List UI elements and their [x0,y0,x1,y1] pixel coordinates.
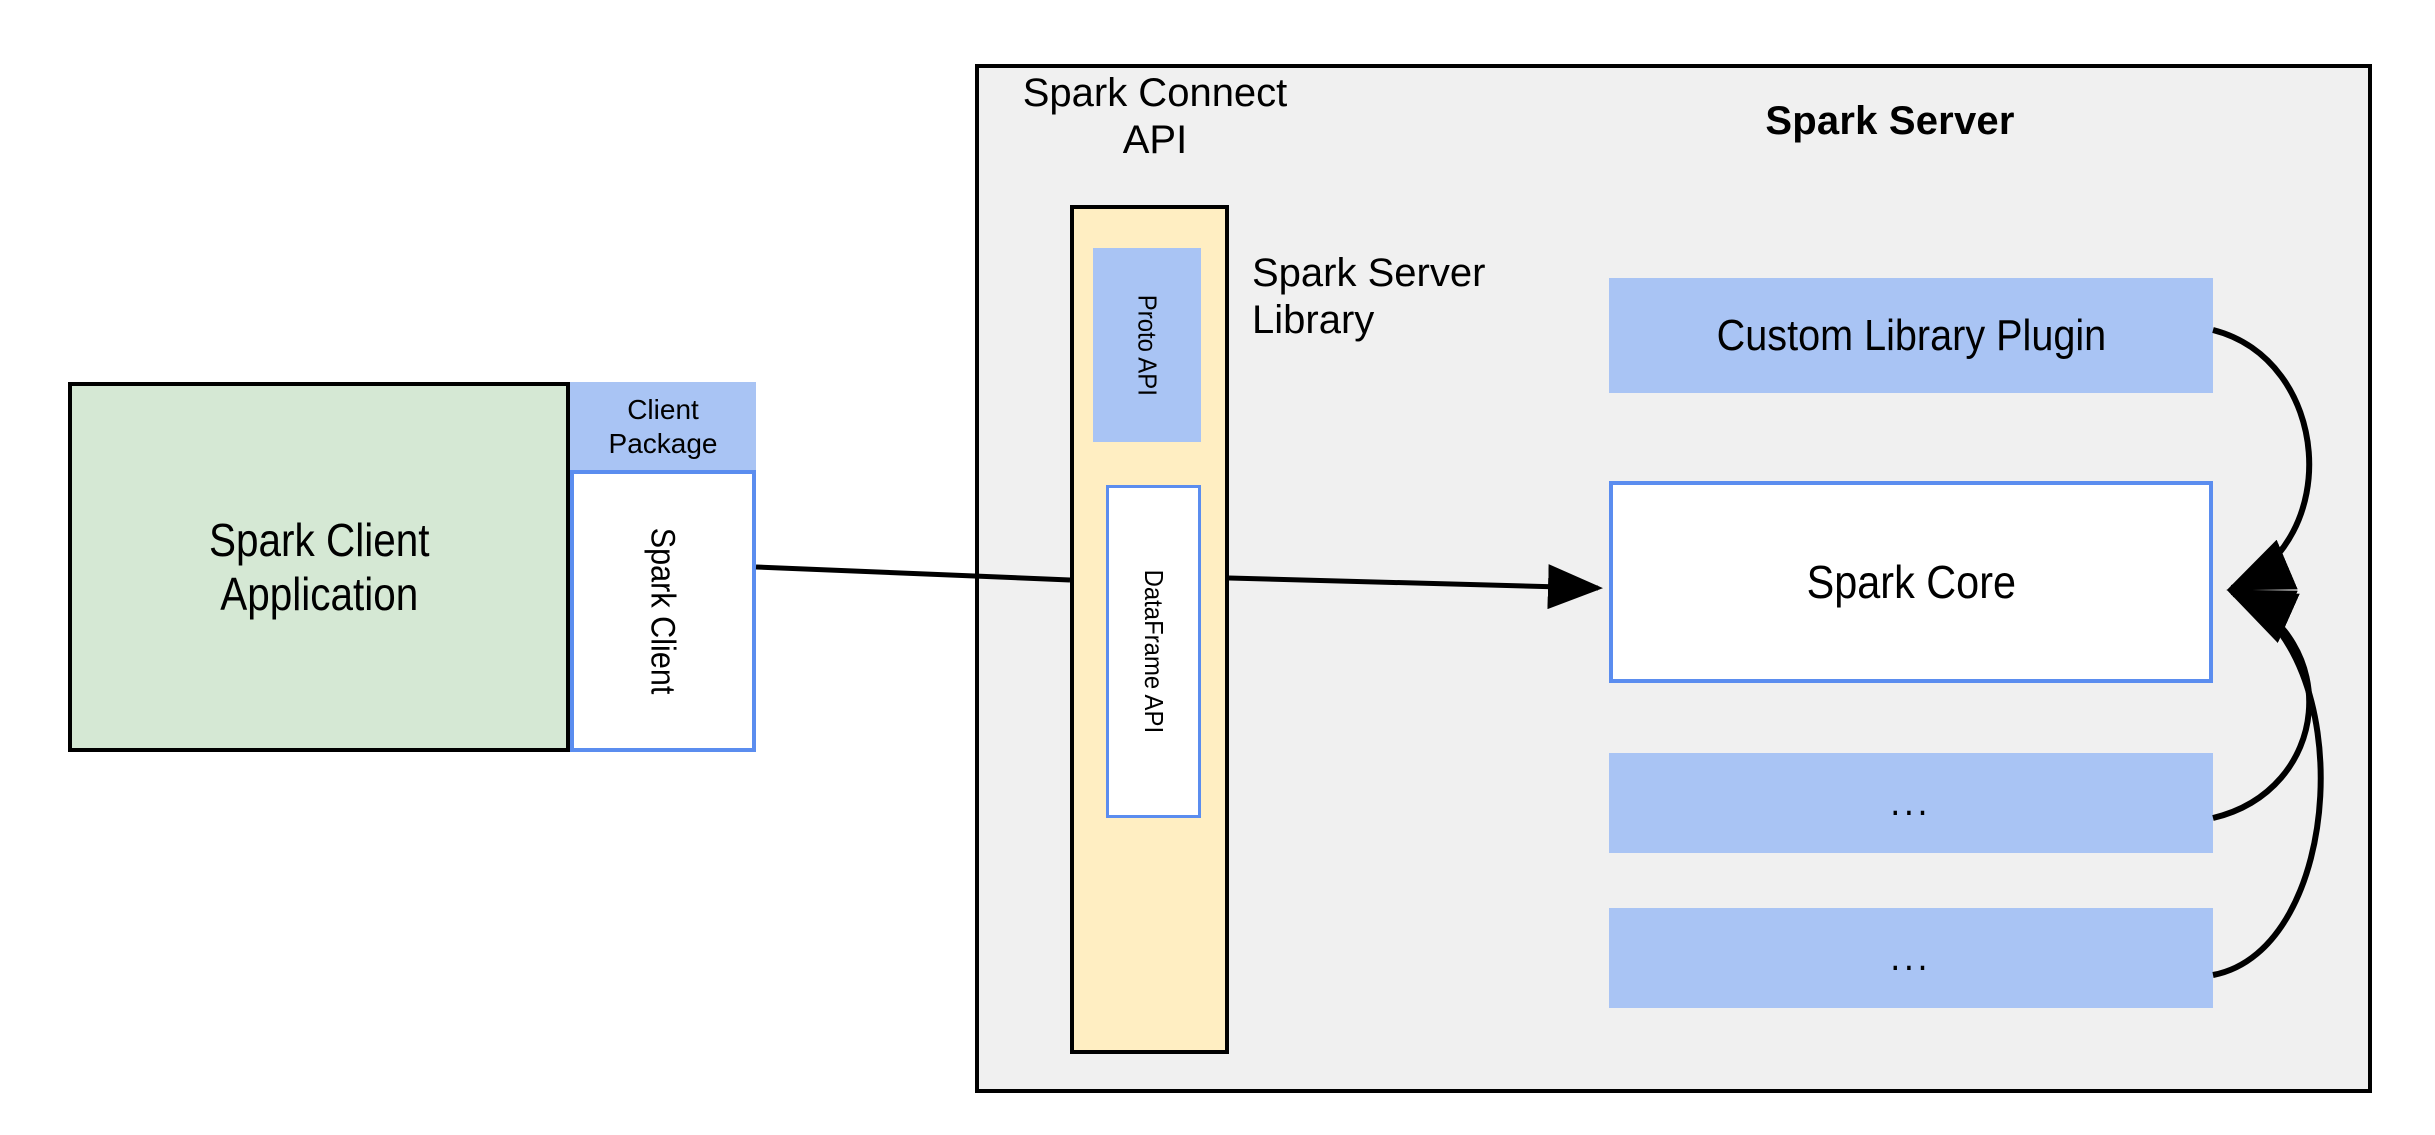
spark-client-application-box[interactable]: Spark Client Application [68,382,570,752]
ellipsis-box-1-label: ... [1890,780,1932,825]
custom-library-plugin-label: Custom Library Plugin [1716,310,2106,360]
proto-api-box[interactable]: Proto API [1093,248,1201,442]
ellipsis-box-2[interactable]: ... [1609,908,2213,1008]
spark-server-library-label: Spark Server Library [1252,251,1486,343]
spark-core-label: Spark Core [1806,555,2016,608]
proto-api-label: Proto API [1132,294,1163,396]
dataframe-api-label: DataFrame API [1138,569,1169,734]
spark-connect-api-label-line1: Spark Connect [1022,71,1288,115]
client-package-label: Client Package [608,394,718,459]
ellipsis-box-2-label: ... [1890,935,1932,980]
spark-core-box[interactable]: Spark Core [1609,481,2213,683]
spark-connect-api-label-line2: API [1122,118,1188,163]
spark-client-application-label: Spark Client Application [208,513,430,620]
custom-library-plugin-box[interactable]: Custom Library Plugin [1609,278,2213,393]
ellipsis-box-1[interactable]: ... [1609,753,2213,853]
spark-client-box[interactable]: Spark Client [570,470,756,752]
client-package-box[interactable]: Client Package [570,382,756,471]
dataframe-api-box[interactable]: DataFrame API [1106,485,1201,818]
spark-server-title: Spark Server [1765,99,2015,143]
spark-client-label: Spark Client [644,527,683,695]
